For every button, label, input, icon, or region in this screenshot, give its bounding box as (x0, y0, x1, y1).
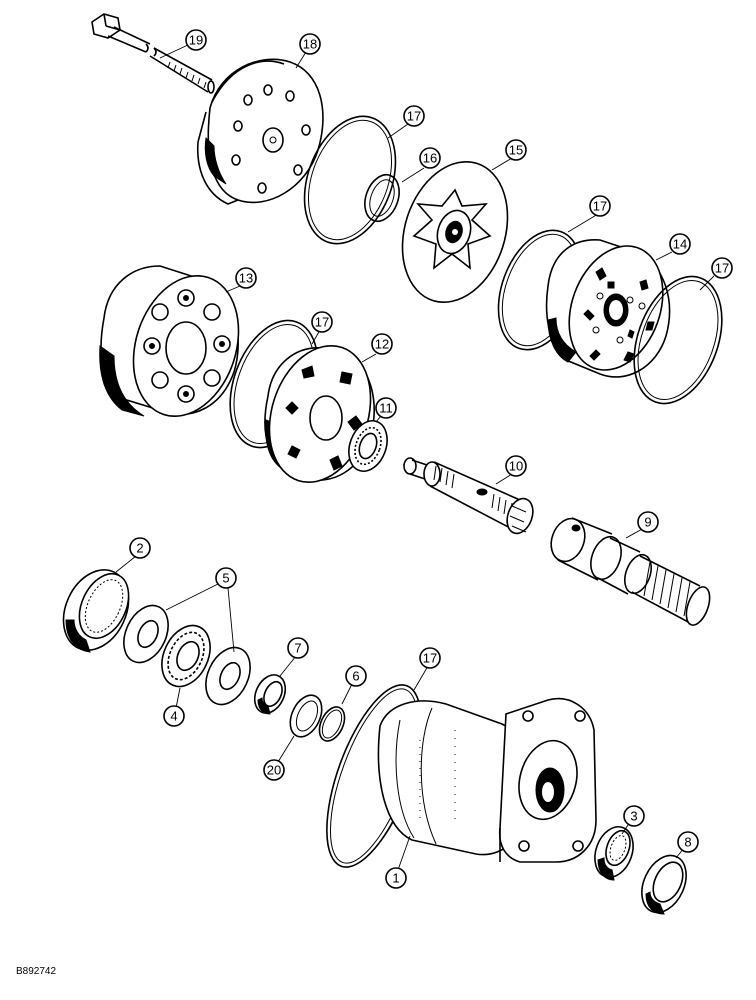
part-7-bearing-cup (253, 674, 287, 715)
callout-17-c: 17 (711, 257, 733, 279)
svg-text:2: 2 (136, 541, 143, 556)
svg-text:17: 17 (315, 315, 329, 330)
callout-11: 11 (375, 397, 397, 419)
svg-text:13: 13 (239, 271, 253, 286)
part-6-snap-ring (318, 706, 346, 742)
callout-17-d: 17 (311, 311, 333, 333)
callout-12: 12 (371, 333, 393, 355)
part-5-thrust-washer-left (123, 604, 169, 664)
callout-13: 13 (235, 267, 257, 289)
callout-9: 9 (637, 511, 659, 533)
part-17-oring-top (303, 115, 397, 245)
callout-18: 18 (299, 33, 321, 55)
svg-text:3: 3 (630, 809, 637, 824)
callout-8: 8 (677, 831, 699, 853)
callout-1: 1 (385, 867, 407, 889)
part-11-needle-bearing (348, 420, 388, 472)
svg-text:20: 20 (267, 763, 281, 778)
part-3-bearing (594, 826, 634, 881)
part-2-seal (62, 569, 130, 653)
svg-text:16: 16 (423, 151, 437, 166)
callout-14: 14 (669, 233, 691, 255)
callout-16: 16 (419, 147, 441, 169)
callout-5: 5 (215, 567, 237, 589)
svg-text:15: 15 (509, 143, 523, 158)
callout-3: 3 (623, 805, 645, 827)
callout-4: 4 (163, 705, 185, 727)
svg-text:17: 17 (423, 651, 437, 666)
part-5-thrust-washer-right (205, 646, 251, 706)
callout-17-a: 17 (403, 105, 425, 127)
svg-text:17: 17 (407, 109, 421, 124)
svg-text:17: 17 (715, 261, 729, 276)
svg-text:7: 7 (294, 641, 301, 656)
figure-reference: B892742 (16, 966, 56, 977)
part-10-drive-shaft (403, 457, 534, 535)
callout-6: 6 (345, 665, 367, 687)
svg-text:4: 4 (170, 709, 177, 724)
svg-text:19: 19 (189, 33, 203, 48)
svg-text:17: 17 (593, 199, 607, 214)
svg-text:18: 18 (303, 37, 317, 52)
svg-text:5: 5 (222, 571, 229, 586)
callout-15: 15 (505, 139, 527, 161)
part-15-rotor-plate (401, 161, 509, 303)
part-16-seal-ring (364, 173, 400, 223)
svg-text:11: 11 (379, 401, 393, 416)
callout-2: 2 (129, 537, 151, 559)
svg-text:12: 12 (375, 337, 389, 352)
leader-lines (115, 43, 715, 871)
svg-text:8: 8 (684, 835, 691, 850)
part-18-end-cover (196, 58, 324, 205)
callout-17-e: 17 (419, 647, 441, 669)
callout-10: 10 (505, 455, 527, 477)
part-8-seal (641, 854, 687, 915)
svg-text:14: 14 (673, 237, 687, 252)
svg-text:1: 1 (392, 871, 399, 886)
callout-20: 20 (263, 759, 285, 781)
part-20-washer (289, 694, 323, 738)
svg-text:10: 10 (509, 459, 523, 474)
part-12-valve-plate (264, 344, 375, 484)
part-4-thrust-bearing (161, 624, 211, 688)
callout-19: 19 (185, 29, 207, 51)
part-17-oring-far-right (633, 275, 723, 405)
part-13-housing (99, 265, 240, 417)
part-1-motor-housing (377, 697, 597, 863)
callout-17-b: 17 (589, 195, 611, 217)
part-19-bolt (91, 13, 215, 94)
svg-text:9: 9 (644, 515, 651, 530)
part-9-output-shaft (550, 517, 711, 626)
part-14-manifold (545, 239, 671, 378)
svg-text:6: 6 (352, 669, 359, 684)
callout-7: 7 (287, 637, 309, 659)
